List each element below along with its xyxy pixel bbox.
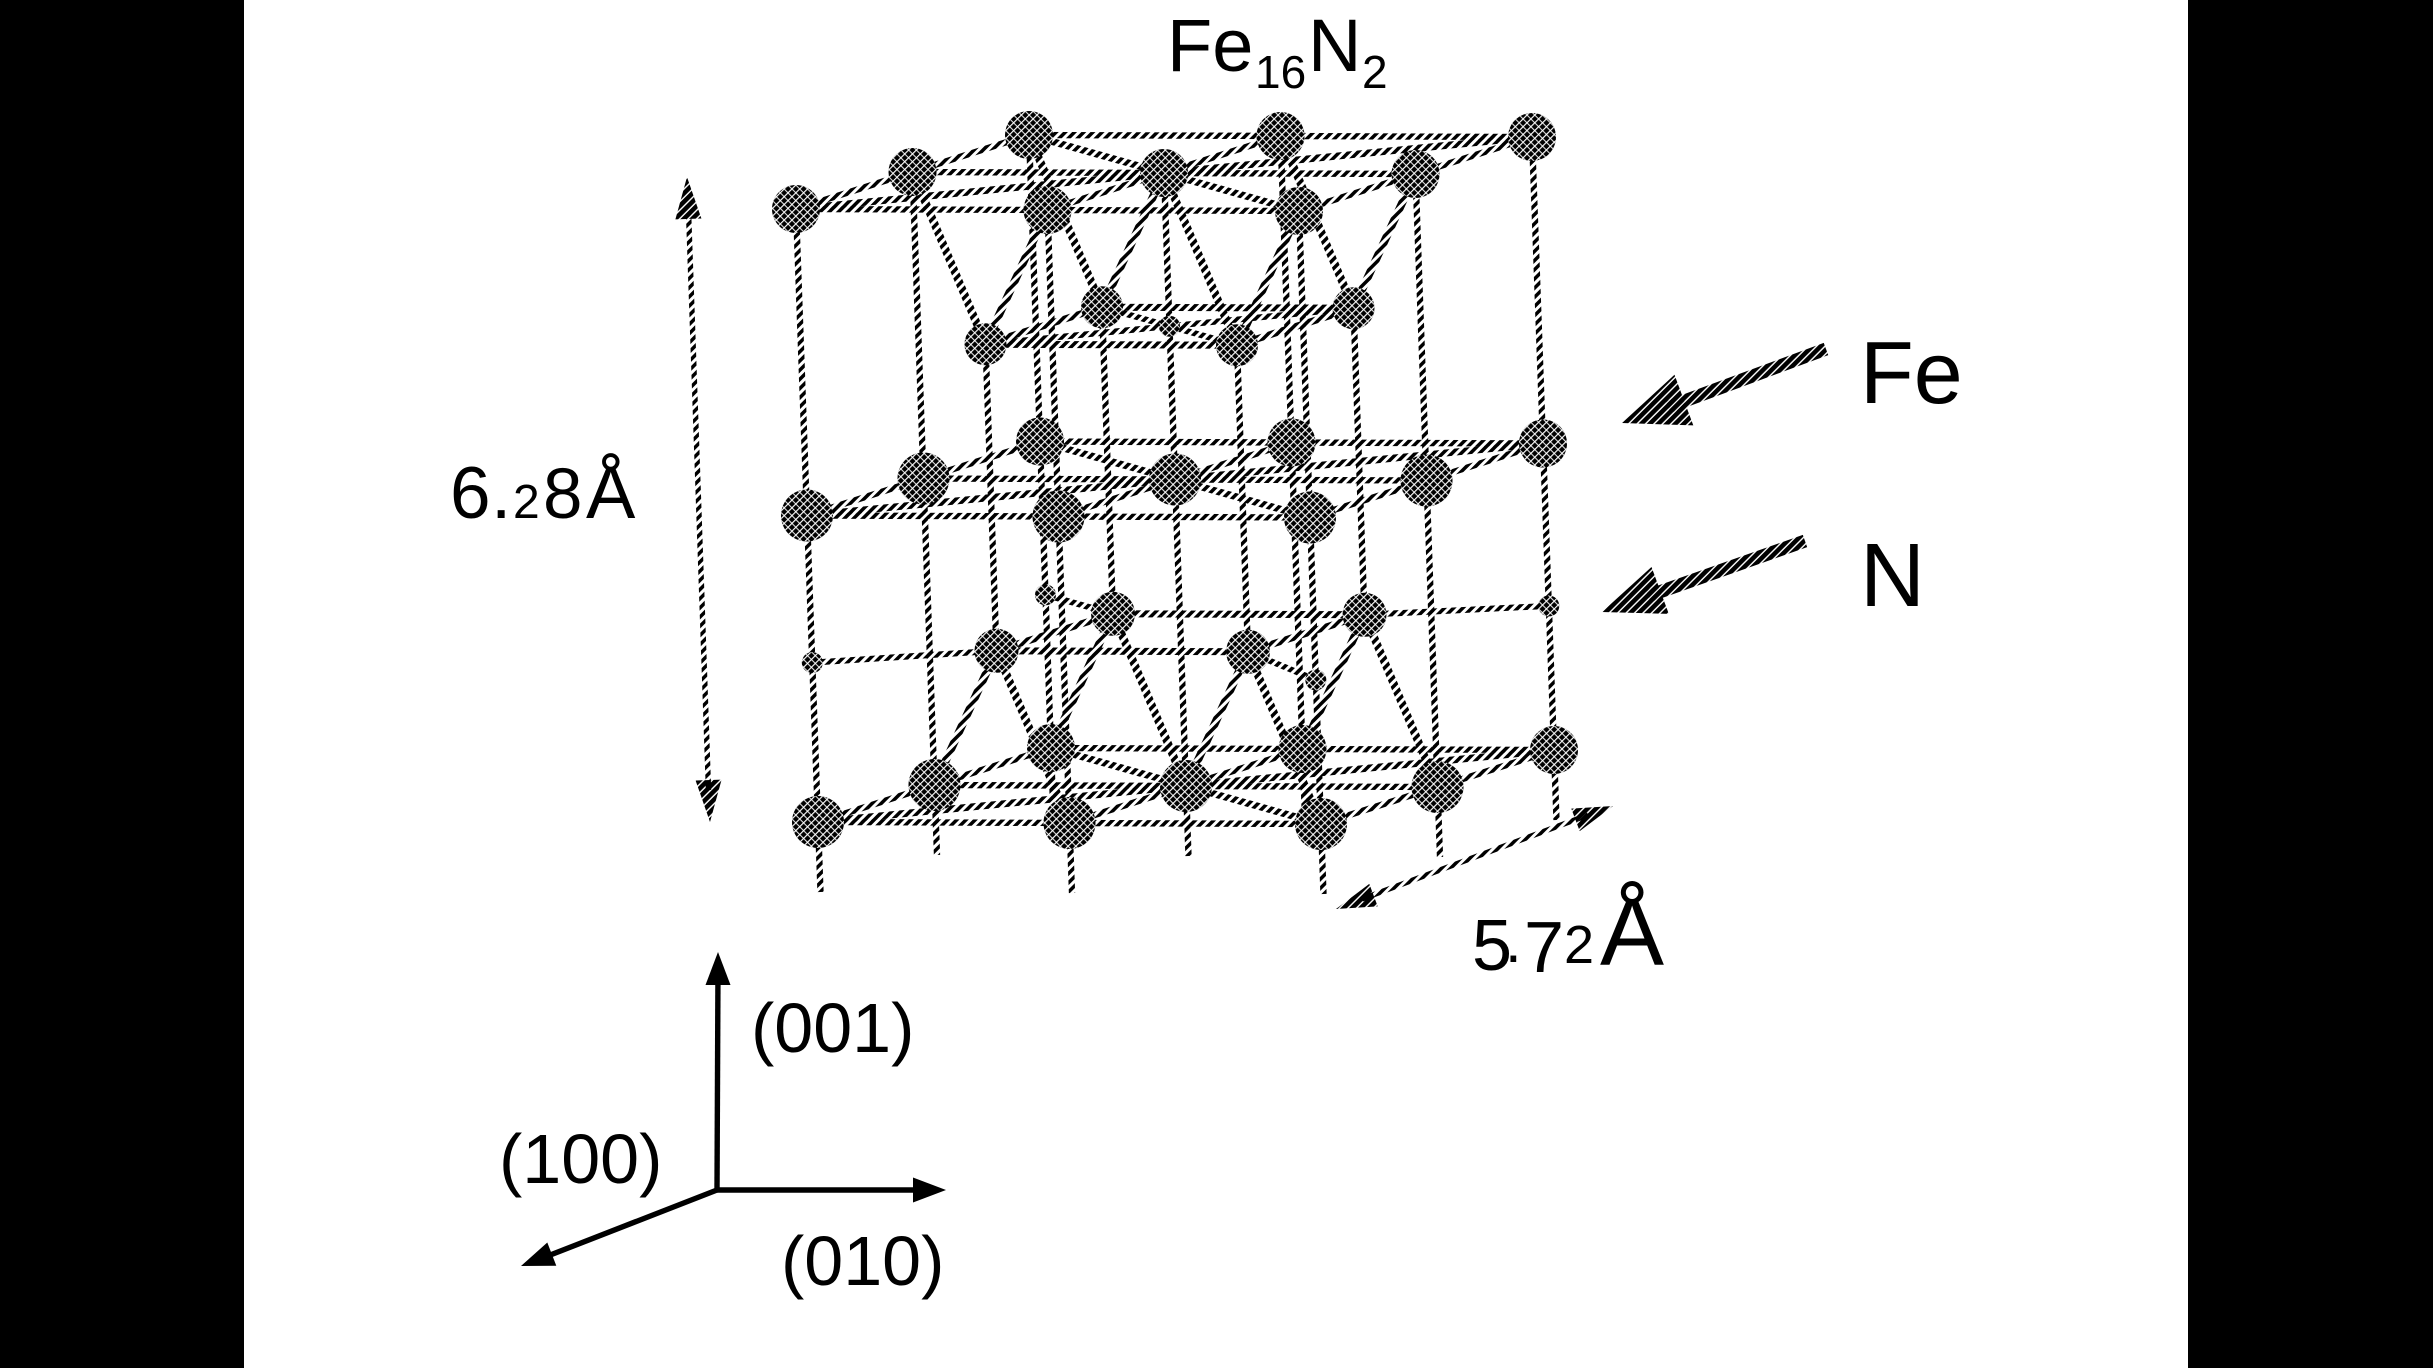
- svg-text:2: 2: [1362, 46, 1388, 98]
- svg-text:16: 16: [1255, 46, 1306, 98]
- svg-text:Å: Å: [1600, 879, 1664, 986]
- svg-text:8: 8: [543, 455, 583, 534]
- svg-text:6: 6: [450, 453, 491, 534]
- svg-text:2: 2: [1564, 915, 1594, 975]
- svg-text:2: 2: [513, 476, 540, 529]
- svg-text:Å: Å: [586, 451, 636, 534]
- svg-text:(001): (001): [751, 989, 914, 1067]
- svg-text:N: N: [1308, 4, 1361, 87]
- svg-text:7: 7: [1524, 908, 1564, 988]
- svg-text:N: N: [1860, 526, 1925, 626]
- svg-text:5: 5: [1472, 906, 1512, 986]
- svg-text:(100): (100): [499, 1120, 662, 1198]
- svg-text:.: .: [491, 453, 511, 534]
- svg-text:Fe: Fe: [1860, 323, 1963, 422]
- svg-text:.: .: [1505, 908, 1522, 975]
- svg-text:(010): (010): [781, 1222, 944, 1300]
- svg-text:Fe: Fe: [1167, 4, 1253, 87]
